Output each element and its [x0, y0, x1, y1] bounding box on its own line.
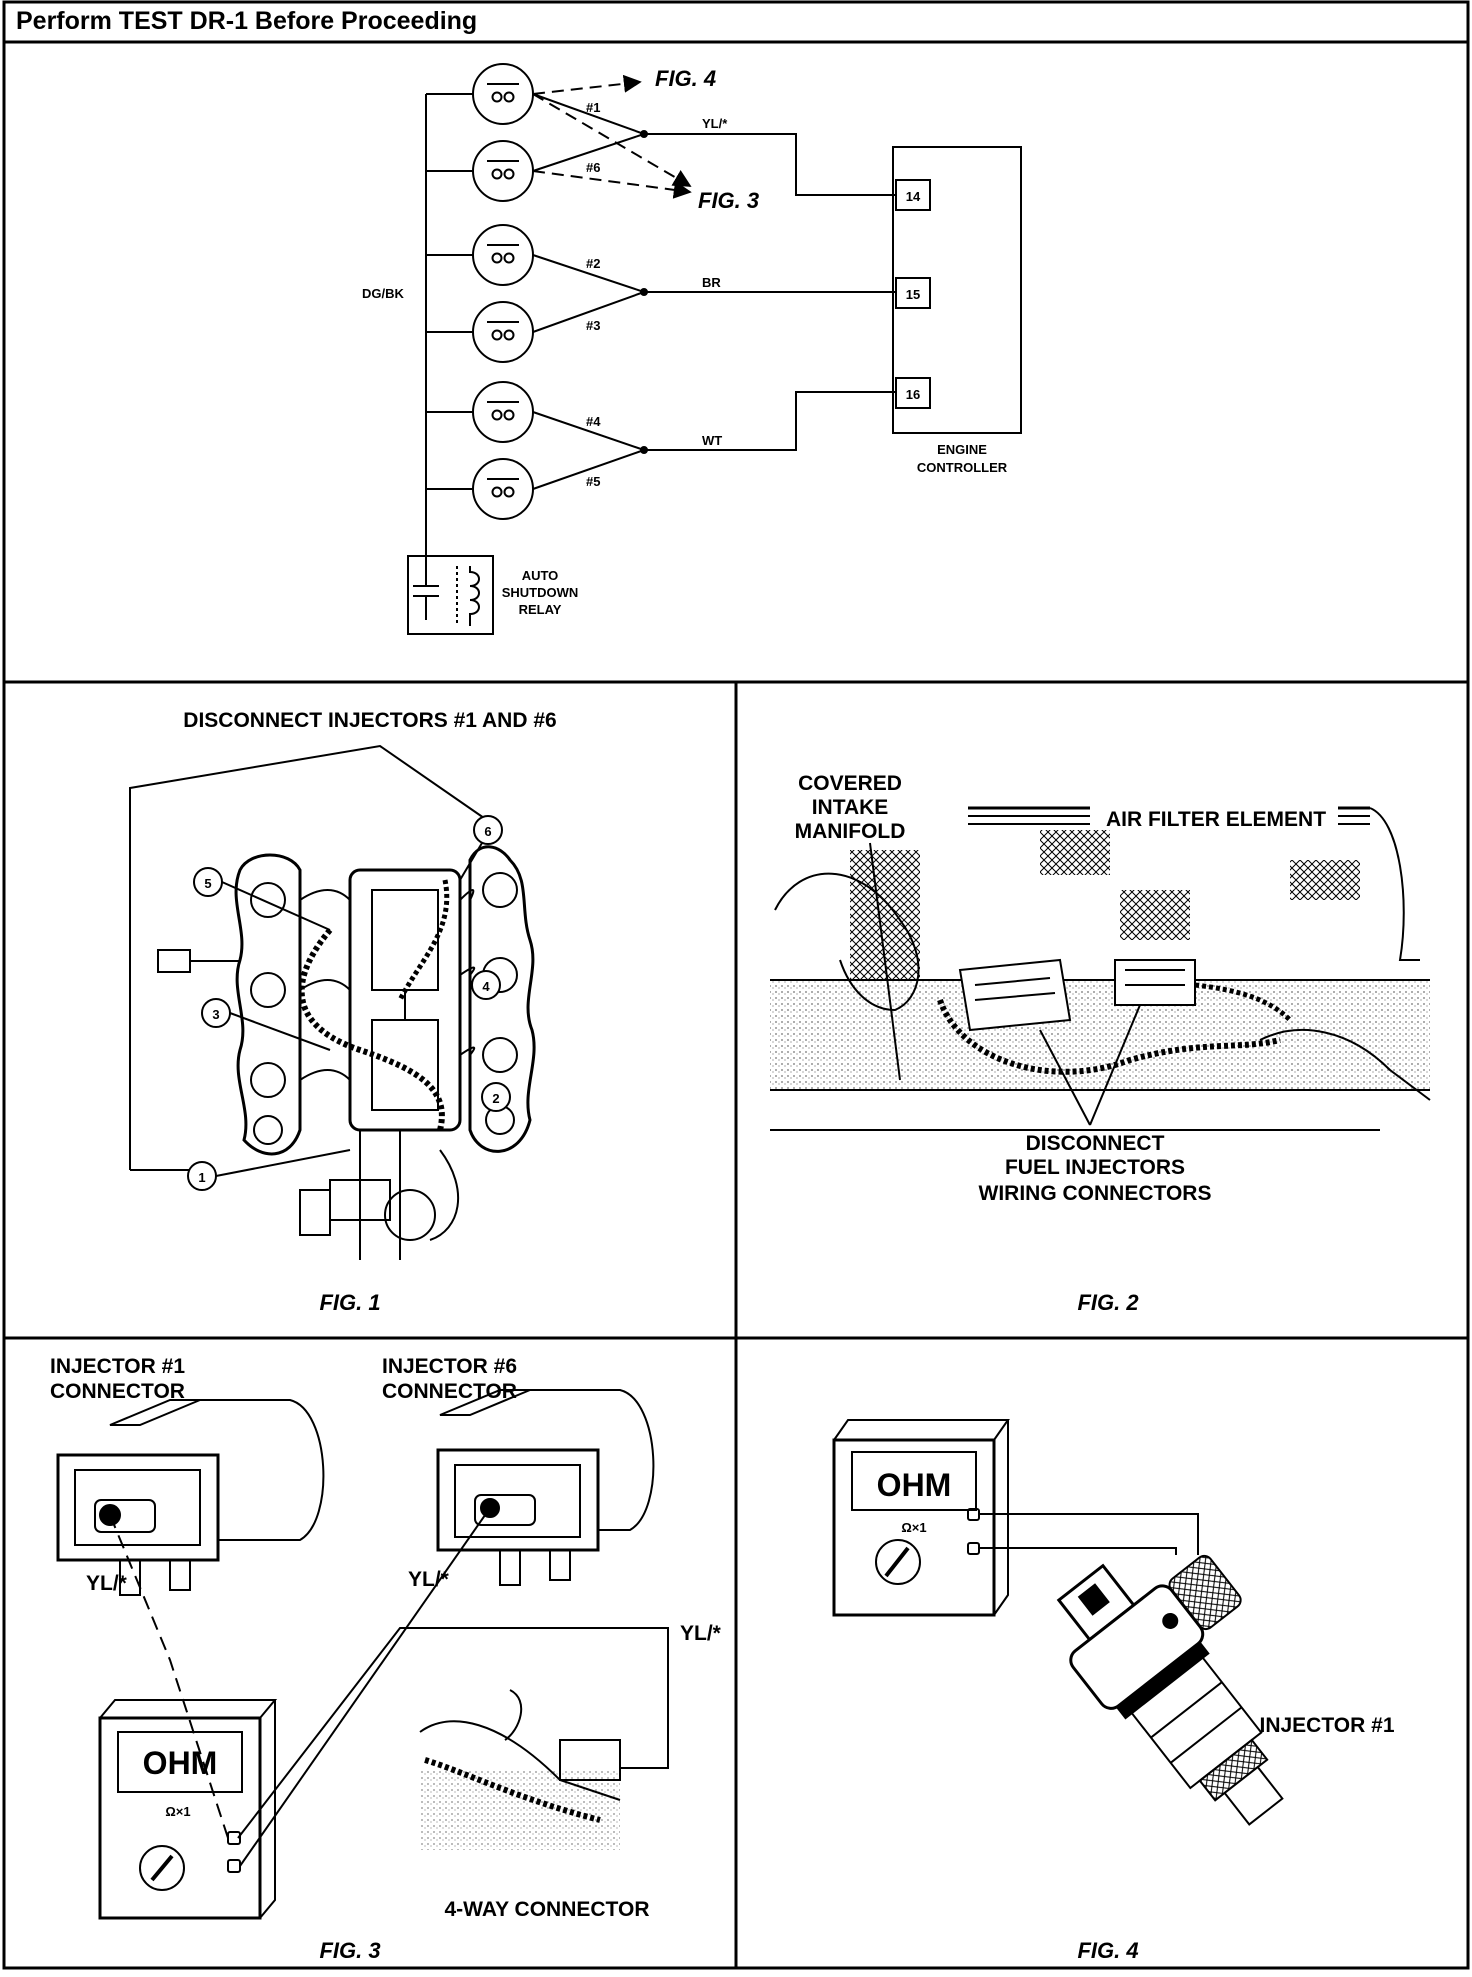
- manifold-label: COVERED: [798, 772, 902, 795]
- fig4-panel: OHM Ω×1 INJECTOR #1 FIG. 4: [832, 1419, 1395, 1963]
- filter-label-backing: [1090, 806, 1338, 830]
- injector-label: #1: [586, 100, 600, 115]
- auto-shutdown-relay-box: [407, 555, 494, 635]
- injector1-connector-label: CONNECTOR: [50, 1380, 185, 1403]
- disconnect-label: DISCONNECT: [1026, 1132, 1165, 1155]
- callout-number: 6: [484, 824, 491, 839]
- injector-label: #6: [586, 160, 600, 175]
- engine-controller-box: [892, 146, 1022, 434]
- injector-label: #2: [586, 256, 600, 271]
- pin-15: [895, 277, 931, 309]
- injector-symbol: [472, 381, 534, 443]
- wire-a-label: YL/*: [702, 116, 728, 131]
- wire-b-label: BR: [702, 275, 721, 290]
- wire-c-label: WT: [702, 433, 722, 448]
- injector6-connector-label: INJECTOR #6: [382, 1355, 517, 1378]
- ohm-display: OHM: [877, 1467, 952, 1503]
- wire-wt: [644, 391, 896, 451]
- injector-symbol: [472, 458, 534, 520]
- meter-range: Ω×1: [165, 1804, 190, 1819]
- fig1-caption: FIG. 1: [319, 1290, 380, 1315]
- connector-drawings: [56, 1389, 669, 1920]
- page-title: Perform TEST DR-1 Before Proceeding: [16, 6, 478, 35]
- callout-number: 1: [198, 1170, 205, 1185]
- fig1-panel: DISCONNECT INJECTORS #1 AND #6: [129, 709, 557, 1315]
- wire-label-mid: YL/*: [408, 1568, 450, 1591]
- injector-label: #4: [586, 414, 601, 429]
- four-way-connector-label: 4-WAY CONNECTOR: [445, 1898, 650, 1921]
- wire-supply-label: DG/BK: [362, 286, 405, 301]
- injector-symbol: [472, 140, 534, 202]
- fig4-caption: FIG. 4: [1077, 1938, 1138, 1963]
- air-filter-label: AIR FILTER ELEMENT: [1106, 808, 1326, 831]
- fig2-caption: FIG. 2: [1077, 1290, 1139, 1315]
- injector-label: #3: [586, 318, 600, 333]
- engine-bay-drawing: [770, 806, 1431, 1131]
- fig2-panel: COVERED INTAKE MANIFOLD AIR FILTER ELEME…: [770, 772, 1431, 1315]
- pin-16: [895, 377, 931, 409]
- callout-number: 5: [204, 876, 211, 891]
- injector-label: #5: [586, 474, 600, 489]
- wiring-schematic: [407, 63, 1022, 635]
- pin-number: 14: [906, 189, 921, 204]
- callout-number: 4: [482, 979, 490, 994]
- fig3-reference: FIG. 3: [698, 188, 759, 213]
- disconnect-label: FUEL INJECTORS: [1005, 1156, 1185, 1179]
- injector-symbol: [472, 224, 534, 286]
- relay-label: SHUTDOWN: [502, 585, 579, 600]
- fig3-panel: INJECTOR #1 CONNECTOR INJECTOR #6 CONNEC…: [50, 1355, 722, 1963]
- injector-label: INJECTOR #1: [1260, 1714, 1395, 1737]
- relay-label: AUTO: [522, 568, 559, 583]
- intake-manifold-drawing: [129, 744, 536, 1260]
- wire-label-right: YL/*: [680, 1622, 722, 1645]
- wire-label-left: YL/*: [86, 1572, 128, 1595]
- schematic-labels: #1 #6 #2 #3 #4 #5 DG/BK YL/* BR WT 14 15…: [362, 66, 1008, 617]
- controller-label: CONTROLLER: [917, 460, 1008, 475]
- manifold-label: INTAKE: [812, 796, 889, 819]
- ohm-display: OHM: [143, 1745, 218, 1781]
- pin-number: 16: [906, 387, 920, 402]
- pin-14: [895, 179, 931, 211]
- fig1-callouts: 1 2 3 4 5 6: [198, 824, 499, 1185]
- pin-number: 15: [906, 287, 920, 302]
- disconnect-label: WIRING CONNECTORS: [979, 1182, 1212, 1205]
- fig1-title: DISCONNECT INJECTORS #1 AND #6: [183, 709, 556, 732]
- wire-yl: [644, 133, 896, 196]
- callout-number: 3: [212, 1007, 219, 1022]
- controller-label: ENGINE: [937, 442, 987, 457]
- manifold-label: MANIFOLD: [795, 820, 906, 843]
- relay-label: RELAY: [519, 602, 562, 617]
- injector-symbol: [472, 301, 534, 363]
- callout-number: 2: [492, 1091, 499, 1106]
- fig3-caption: FIG. 3: [319, 1938, 380, 1963]
- meter-range: Ω×1: [901, 1520, 926, 1535]
- fig4-reference: FIG. 4: [655, 66, 716, 91]
- injector-test-drawing: [832, 1419, 1284, 1826]
- injector-symbol: [472, 63, 534, 125]
- injector1-connector-label: INJECTOR #1: [50, 1355, 185, 1378]
